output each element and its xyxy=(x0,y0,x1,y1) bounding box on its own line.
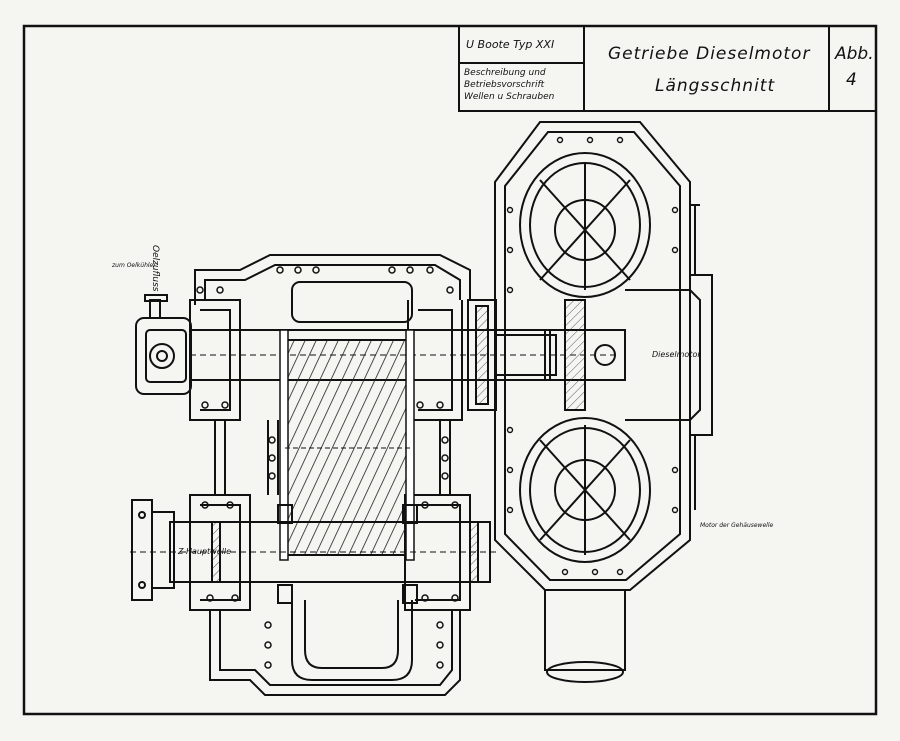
coupling-bolts xyxy=(506,136,679,576)
figure-label: Abb. xyxy=(835,44,874,64)
diesel-motor-label: Dieselmotor xyxy=(652,350,701,359)
lower-shaft xyxy=(130,499,500,604)
fluid-coupling-housing xyxy=(494,121,713,683)
small-note-2: Motor der Gehäusewelle xyxy=(700,522,774,529)
shaft-label: Z-Hauptwelle xyxy=(178,547,232,556)
document-line-2: Betriebsvorschrift xyxy=(464,80,545,90)
document-line-3: Wellen u Schrauben xyxy=(464,92,555,102)
casing-bolts xyxy=(196,266,459,669)
small-note-1: zum Oelkühler xyxy=(112,262,156,269)
drawing-subtitle: Längsschnitt xyxy=(655,76,776,96)
outer-frame xyxy=(22,24,878,716)
helical-gear xyxy=(279,329,415,561)
series-label: U Boote Typ XXI xyxy=(466,38,555,51)
document-line-1: Beschreibung und xyxy=(464,68,546,78)
title-block-grid xyxy=(458,25,877,112)
drawing-title: Getriebe Dieselmotor xyxy=(608,44,811,64)
figure-number: 4 xyxy=(846,70,857,90)
